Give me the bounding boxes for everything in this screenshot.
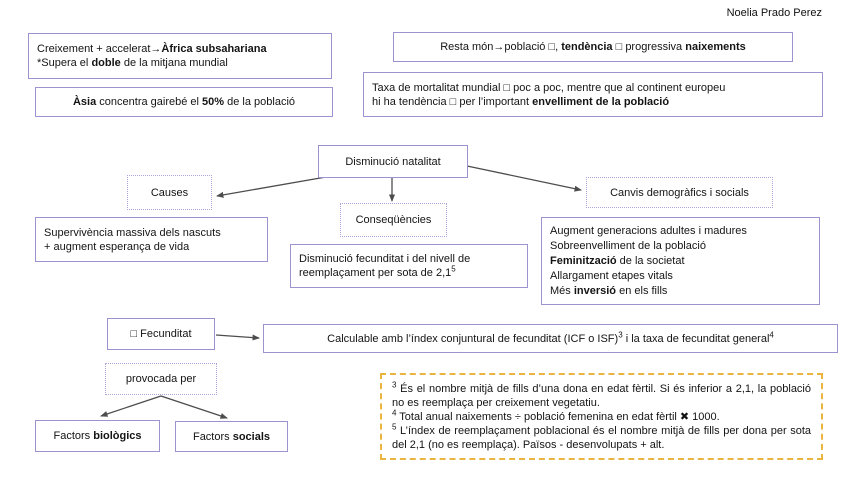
box-calculable: Calculable amb l’índex conjuntural de fe… <box>263 324 838 353</box>
footnote-4: 4 Total anual naixements ÷ població feme… <box>392 407 720 423</box>
arrow-provocada-to-socials <box>160 395 228 419</box>
node-fecunditat: □ Fecunditat <box>107 318 215 350</box>
node-causes: Causes <box>127 175 212 210</box>
resta-mon-text: Resta món→població □, tendència □ progre… <box>440 41 746 53</box>
box-africa-growth: Creixement + accelerat→Àfrica subsaharia… <box>28 33 332 79</box>
factors-socials-text: Factors socials <box>192 430 271 443</box>
arrow-natalitat-to-canvis <box>466 165 582 192</box>
asia-population-text: Àsia concentra gairebé el 50% de la pobl… <box>72 96 296 108</box>
arrow-fecunditat-to-calculable <box>215 334 260 341</box>
box-canvis-list: Augment generacions adultes i madures So… <box>541 217 820 305</box>
canvis-list-item2: Sobreenvelliment de la població <box>550 239 706 252</box>
node-provocada-per: provocada per <box>105 363 217 395</box>
supervivencia-line1: Supervivència massiva dels nascuts <box>44 226 221 239</box>
disminucio-natalitat-label: Disminució natalitat <box>345 155 441 168</box>
canvis-list-item4: Allargament etapes vitals <box>550 269 673 282</box>
provocada-per-label: provocada per <box>125 373 197 385</box>
node-disminucio-natalitat: Disminució natalitat <box>318 145 468 178</box>
fecunditat-label: □ Fecunditat <box>130 328 192 340</box>
box-mortalitat: Taxa de mortalitat mundial □ poc a poc, … <box>363 72 823 117</box>
footnote-5: 5 L’índex de reemplaçament poblacional é… <box>392 421 811 451</box>
node-canvis-demografics: Canvis demogràfics i socials <box>586 177 773 208</box>
consequencies-label: Conseqüències <box>355 214 432 226</box>
node-consequencies: Conseqüències <box>340 203 447 237</box>
africa-growth-line1: Creixement + accelerat→Àfrica subsaharia… <box>37 43 267 55</box>
box-supervivencia: Supervivència massiva dels nascuts + aug… <box>35 217 268 262</box>
causes-label: Causes <box>150 186 189 199</box>
factors-biologics-text: Factors biològics <box>53 430 142 442</box>
box-footnotes: 3 És el nombre mitjà de fills d’una dona… <box>380 373 823 460</box>
box-asia-population: Àsia concentra gairebé el 50% de la pobl… <box>35 87 333 117</box>
africa-growth-line2: *Supera el doble de la mitjana mundial <box>37 57 228 69</box>
mortalitat-line1: Taxa de mortalitat mundial □ poc a poc, … <box>372 81 726 94</box>
canvis-list-item3: Feminització de la societat <box>550 254 685 267</box>
box-resta-mon: Resta món→població □, tendència □ progre… <box>393 32 793 62</box>
disminucio-fecunditat-line2: reemplaçament per sota de 2,15 <box>299 264 456 279</box>
box-factors-socials: Factors socials <box>175 421 288 452</box>
author-name: Noelia Prado Perez <box>726 7 822 19</box>
box-factors-biologics: Factors biològics <box>35 420 160 452</box>
canvis-list-item5: Més inversió en els fills <box>550 284 668 297</box>
footnote-3: 3 És el nombre mitjà de fills d’una dona… <box>392 379 811 409</box>
canvis-demografics-label: Canvis demogràfics i socials <box>610 186 749 199</box>
box-disminucio-fecunditat: Disminució fecunditat i del nivell de re… <box>290 244 528 288</box>
arrow-natalitat-to-causes <box>216 176 327 198</box>
mortalitat-line2: hi ha tendència □ per l’important envell… <box>372 95 670 108</box>
calculable-text: Calculable amb l’índex conjuntural de fe… <box>327 329 774 345</box>
canvis-list-item1: Augment generacions adultes i madures <box>550 224 747 237</box>
disminucio-fecunditat-line1: Disminució fecunditat i del nivell de <box>299 253 471 265</box>
arrow-provocada-to-biologics <box>100 395 162 417</box>
supervivencia-line2: + augment esperança de vida <box>44 240 190 253</box>
